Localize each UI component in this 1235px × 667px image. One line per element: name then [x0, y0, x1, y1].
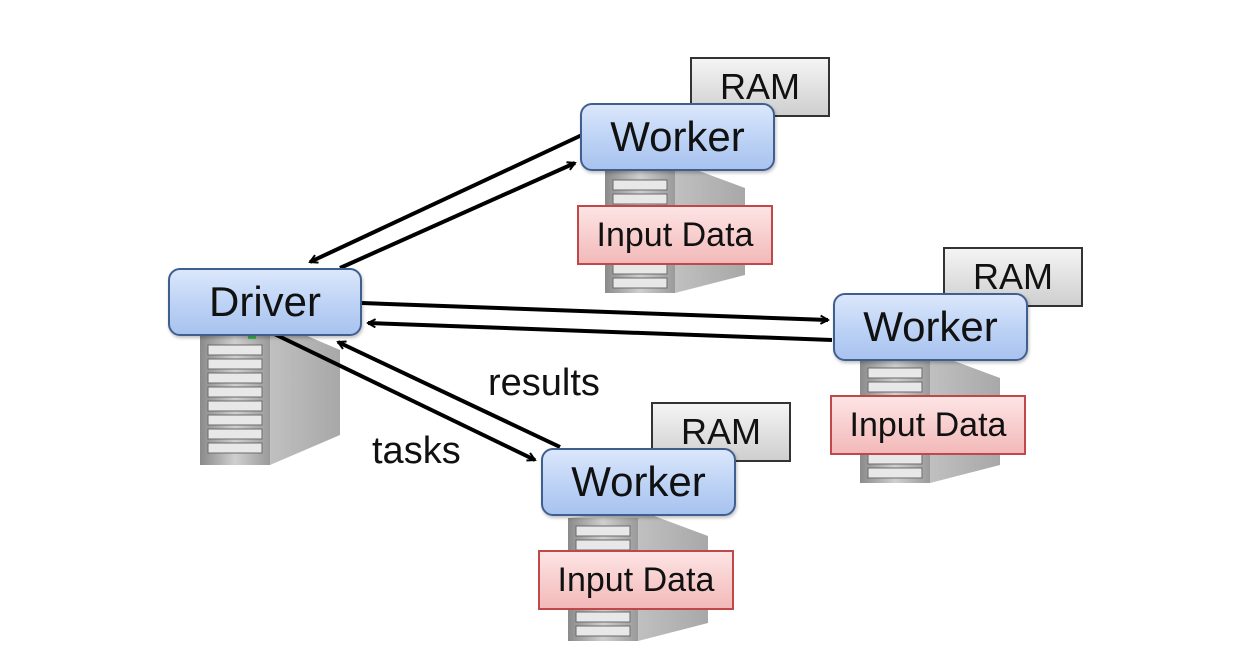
- arrow-driver-to-worker-bottom: [261, 326, 535, 462]
- worker-bottom-label: Worker: [571, 458, 706, 505]
- arrow-worker-right-to-driver: [368, 323, 833, 342]
- worker-top-label: Worker: [610, 113, 745, 160]
- worker-bottom-input-data-label: Input Data: [557, 560, 715, 599]
- worker-right-label: Worker: [863, 303, 998, 350]
- worker-bottom-box: Worker: [541, 448, 736, 516]
- worker-bottom-input-data-box: Input Data: [538, 550, 734, 610]
- driver-label: Driver: [209, 278, 321, 325]
- tasks-label: tasks: [372, 430, 461, 472]
- arrow-worker-bottom-to-driver: [338, 340, 561, 449]
- worker-right-input-data-label: Input Data: [849, 405, 1007, 444]
- arrow-driver-to-worker-right: [361, 301, 828, 320]
- worker-bottom-ram-label: RAM: [681, 411, 761, 452]
- worker-right-input-data-box: Input Data: [830, 395, 1026, 455]
- worker-right-ram-label: RAM: [973, 256, 1053, 297]
- worker-right-box: Worker: [833, 293, 1028, 361]
- driver-server-icon: [200, 320, 340, 465]
- worker-top-ram-label: RAM: [720, 66, 800, 107]
- results-label: results: [488, 362, 600, 404]
- arrow-driver-to-worker-top: [339, 161, 575, 270]
- driver-box: Driver: [168, 268, 362, 336]
- worker-top-box: Worker: [580, 103, 775, 171]
- worker-top-input-data-box: Input Data: [577, 205, 773, 265]
- arrow-worker-top-to-driver: [310, 133, 583, 264]
- worker-top-input-data-label: Input Data: [596, 215, 754, 254]
